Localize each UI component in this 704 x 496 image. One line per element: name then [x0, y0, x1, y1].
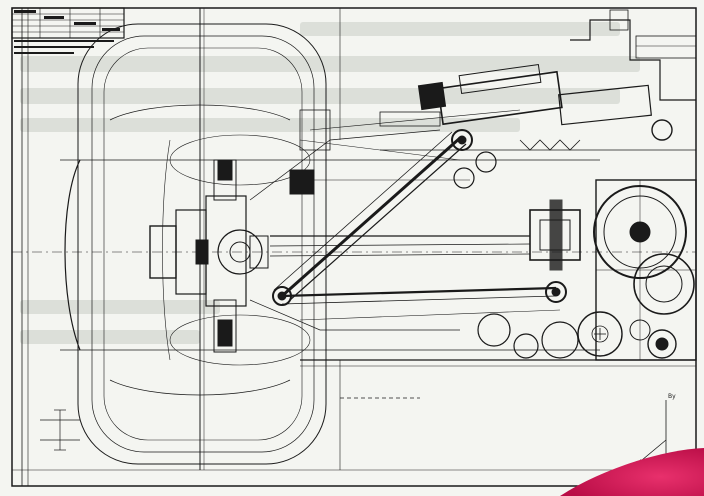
upper-frame [570, 9, 697, 101]
magenta-corner-shape [560, 448, 704, 496]
shock-absorber [289, 63, 673, 195]
axis-label: By [668, 393, 676, 400]
title-block [11, 7, 125, 54]
wheel-hub [149, 159, 269, 353]
drive-shaft-joint [529, 199, 581, 271]
control-arms [249, 109, 567, 331]
lower-pulleys [477, 311, 651, 359]
chassis-lines [12, 8, 696, 470]
differential [593, 179, 697, 361]
dimension-marks [40, 397, 420, 451]
drawing-frame [11, 7, 697, 487]
